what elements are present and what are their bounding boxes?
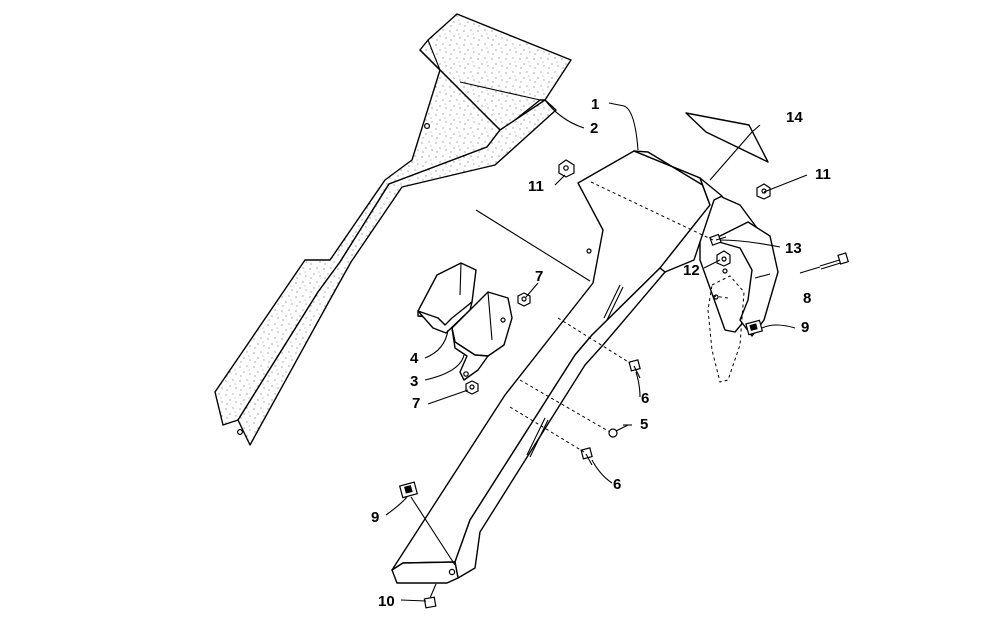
callout-4: 4 (410, 350, 419, 367)
guard-hidden-outline (707, 275, 745, 383)
callout-5: 5 (640, 416, 648, 433)
callouts: 1 2 3 4 5 6 6 7 7 8 9 9 10 11 11 12 13 1… (371, 96, 831, 610)
callout-7-upper: 7 (535, 268, 543, 285)
rivet-5 (608, 424, 629, 438)
guard-part-1 (391, 150, 779, 584)
bolt-13 (709, 233, 727, 246)
callout-11-right: 11 (815, 166, 831, 183)
foam-pad-part-2 (214, 13, 572, 446)
callout-2: 2 (590, 120, 598, 137)
leader-lines (385, 99, 821, 602)
callout-7-lower: 7 (412, 395, 420, 412)
nut-11-left (558, 159, 575, 178)
callout-1: 1 (591, 96, 599, 113)
callout-9-lower: 9 (371, 509, 379, 526)
callout-11-left: 11 (528, 178, 544, 195)
nut-12 (716, 250, 731, 267)
bolt-8 (819, 252, 850, 270)
nut-11-right (756, 183, 771, 200)
callout-8: 8 (803, 290, 811, 307)
clip-nut-9-lower (398, 481, 419, 499)
assembly-dashes (509, 181, 729, 453)
bracket-part-3 (451, 291, 513, 381)
nut-7-lower (465, 380, 479, 395)
bracket-cover-part-4 (417, 262, 477, 334)
callout-13: 13 (785, 240, 802, 257)
bolt-6-upper (628, 359, 641, 379)
bolt-10 (423, 583, 437, 609)
callout-9-right: 9 (801, 319, 809, 336)
callout-3: 3 (410, 373, 418, 390)
callout-10: 10 (378, 593, 395, 610)
bolt-6-lower (580, 447, 593, 466)
plate-part-14 (685, 112, 769, 163)
callout-12: 12 (683, 262, 700, 279)
callout-14: 14 (786, 109, 803, 126)
callout-6-upper: 6 (641, 390, 649, 407)
callout-6-lower: 6 (613, 476, 621, 493)
clip-nut-9-right (745, 319, 764, 336)
